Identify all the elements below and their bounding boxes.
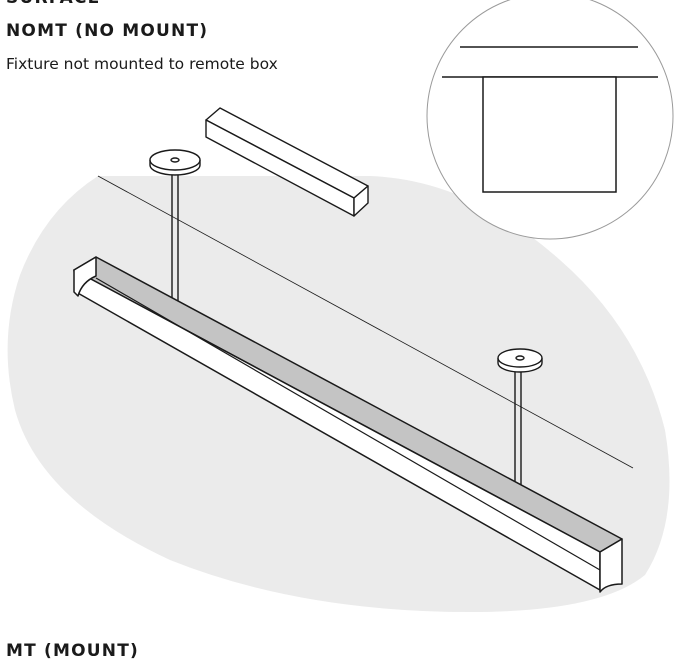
option-nomt-description: Fixture not mounted to remote box — [6, 55, 278, 73]
option-nomt-title: NOMT (NO MOUNT) — [6, 21, 209, 41]
ceiling-edge-line — [97, 175, 634, 469]
canopy-left — [149, 149, 201, 304]
remote-box — [205, 107, 369, 217]
detail-callout — [426, 0, 674, 240]
linear-fixture — [73, 256, 623, 593]
section-heading: SURFACE — [6, 0, 100, 8]
canopy-right — [497, 348, 543, 504]
